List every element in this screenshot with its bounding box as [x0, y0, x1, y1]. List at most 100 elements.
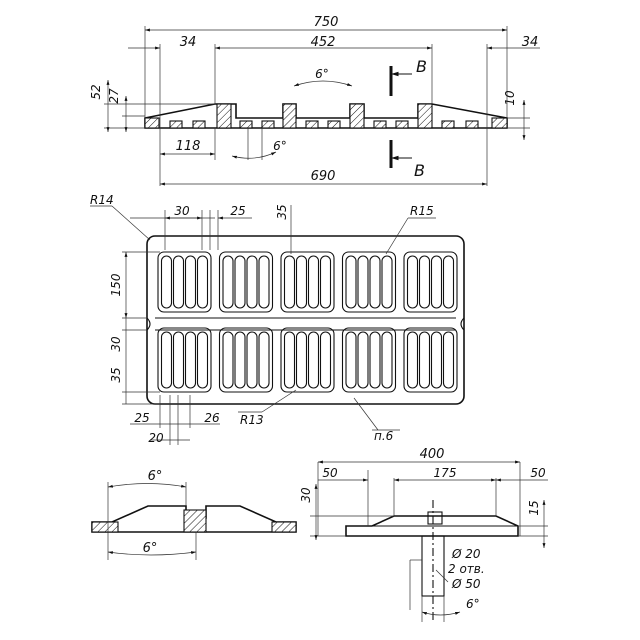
section-mark-bottom: B	[389, 140, 425, 180]
dim-left-35: 35	[109, 367, 123, 382]
cell-slot	[406, 331, 419, 389]
dim-overall: 750	[314, 15, 339, 30]
detail-right-width: 400	[420, 447, 445, 462]
cell-slot	[234, 331, 246, 389]
dim-bottom-26: 26	[204, 411, 220, 425]
cell-slot	[418, 331, 431, 389]
front-view: 750 34 452 34 52 27 10 6° 6° 118	[89, 15, 540, 186]
detail-right-holes-count: 2 отв.	[448, 562, 485, 576]
section-mark-top: B	[389, 57, 427, 96]
cell-slot	[258, 255, 270, 309]
detail-left: 6° 6°	[91, 469, 297, 560]
detail-right-angle: 6°	[466, 597, 480, 611]
cell-slot	[345, 331, 357, 389]
cell-slot	[319, 331, 332, 389]
grid-cell	[280, 251, 335, 313]
cell-slot	[381, 255, 393, 309]
cell-slot	[172, 331, 185, 389]
grid-cell	[218, 327, 274, 393]
cell-slot	[258, 331, 270, 389]
cell-slot	[246, 255, 258, 309]
rib-section	[349, 103, 365, 129]
cell-slot	[319, 255, 332, 309]
dim-height-total: 52	[89, 84, 103, 99]
cell-slot	[307, 255, 320, 309]
grid-cell	[280, 327, 335, 393]
grid-cell	[341, 327, 397, 393]
rib-section	[417, 103, 433, 129]
grid-cell	[157, 327, 212, 393]
rib-section	[282, 103, 297, 129]
grid-cell	[403, 327, 458, 393]
cell-slot	[295, 331, 308, 389]
dim-height-rim: 27	[107, 88, 121, 104]
cell-slot	[430, 331, 443, 389]
detail-right: 400 50 175 50 30 15 Ø 20 2 отв. Ø 50 6°	[299, 447, 548, 622]
cell-slot	[295, 255, 308, 309]
grid-cell	[341, 251, 397, 313]
detail-right-boss: Ø 50	[451, 577, 481, 591]
dim-left-edge: 34	[180, 35, 197, 50]
dim-taper-bottom: 6°	[273, 139, 287, 153]
cell-slot	[357, 255, 369, 309]
cell-slot	[184, 255, 197, 309]
dim-left-span: 118	[176, 139, 201, 154]
dim-bottom-25: 25	[134, 411, 149, 425]
cell-grid	[157, 251, 458, 393]
cell-slot	[357, 331, 369, 389]
cell-slot	[160, 255, 173, 309]
note-label: п.6	[374, 429, 394, 443]
rib-section	[216, 103, 232, 129]
cell-slot	[369, 255, 381, 309]
cell-slot	[184, 331, 197, 389]
grid-cell	[403, 251, 458, 313]
plan-view: 30 25 35 R14 R15 150 30 35 25 26 20	[90, 193, 465, 445]
detail-left-angle-bottom: 6°	[143, 541, 158, 556]
dim-top-30: 30	[174, 204, 190, 218]
cell-slot	[172, 255, 185, 309]
cell-slot	[160, 331, 173, 389]
detail-right-left-50: 50	[322, 466, 338, 480]
dim-taper-top: 6°	[315, 67, 329, 81]
cell-slot	[222, 255, 234, 309]
dim-slot-radius: R15	[410, 204, 434, 218]
cell-slot	[406, 255, 419, 309]
dim-middle: 452	[311, 35, 336, 50]
detail-right-center: 175	[434, 466, 457, 480]
grid-cell	[157, 251, 212, 313]
dim-right-edge: 34	[522, 35, 539, 50]
dim-left-30: 30	[109, 336, 123, 352]
cell-slot	[418, 255, 431, 309]
dim-right-thickness: 10	[503, 90, 517, 106]
grid-cell	[218, 251, 274, 313]
cell-slot	[369, 331, 381, 389]
cell-slot	[442, 255, 455, 309]
dim-corner-radius: R14	[90, 193, 114, 207]
cell-slot	[442, 331, 455, 389]
dim-left-150: 150	[109, 273, 123, 296]
detail-right-height-15: 15	[527, 500, 541, 515]
dim-base: 690	[311, 169, 336, 184]
plate-outline	[146, 235, 465, 405]
cell-slot	[430, 255, 443, 309]
detail-right-right-50: 50	[530, 466, 546, 480]
cell-slot	[345, 255, 357, 309]
cell-slot	[307, 331, 320, 389]
dim-top-25: 25	[230, 204, 245, 218]
cell-slot	[283, 255, 296, 309]
section-mark-top-label: B	[416, 57, 427, 76]
cell-slot	[222, 331, 234, 389]
dim-bottom-20: 20	[148, 431, 164, 445]
cell-slot	[381, 331, 393, 389]
cell-slot	[246, 331, 258, 389]
section-mark-bottom-label: B	[414, 161, 425, 180]
dim-rib-radius: R13	[240, 413, 264, 427]
dim-top-35: 35	[275, 204, 289, 219]
cell-slot	[196, 255, 209, 309]
cell-slot	[283, 331, 296, 389]
detail-right-hole: Ø 20	[451, 547, 481, 561]
detail-right-height-30: 30	[299, 487, 313, 503]
cell-slot	[234, 255, 246, 309]
detail-left-angle-top: 6°	[148, 469, 163, 484]
